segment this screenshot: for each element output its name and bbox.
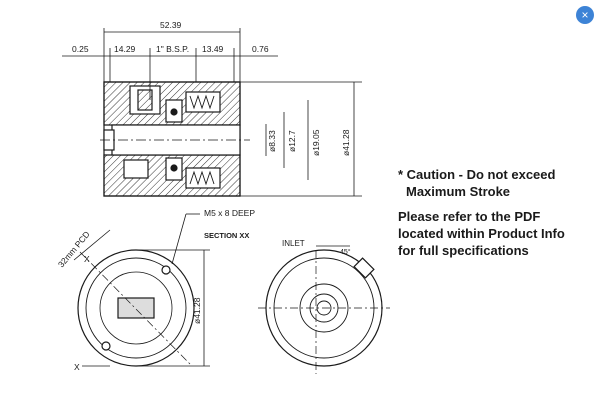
x-mark-top: X bbox=[84, 254, 90, 264]
inlet-boss bbox=[353, 257, 375, 279]
lower-recess bbox=[123, 159, 149, 179]
hub-circle bbox=[299, 283, 349, 333]
dim-d1: 14.29 bbox=[114, 44, 136, 54]
close-icon: × bbox=[581, 8, 589, 22]
caution-line1: * Caution - Do not exceed bbox=[398, 167, 556, 182]
mount-hole-2 bbox=[101, 341, 111, 351]
end-view-left bbox=[73, 213, 210, 367]
spring-lower bbox=[189, 170, 215, 186]
angle-label: 45° bbox=[340, 248, 351, 256]
dim-vert-d: ø41.28 bbox=[341, 129, 351, 156]
spring-cavity-upper bbox=[185, 91, 221, 113]
dim-left-gap: 0.25 bbox=[72, 44, 89, 54]
end-view-right bbox=[258, 245, 390, 374]
caution-line2: Maximum Stroke bbox=[406, 184, 511, 199]
close-button[interactable]: × bbox=[576, 6, 594, 24]
section-line bbox=[79, 251, 191, 365]
port-fitting bbox=[137, 89, 153, 111]
info-line1: Please refer to the PDF bbox=[398, 209, 541, 224]
section-view bbox=[100, 81, 250, 197]
pcd-circle bbox=[99, 271, 173, 345]
dim-d2: 13.49 bbox=[202, 44, 224, 54]
dim-port: 1" B.S.P. bbox=[156, 44, 189, 54]
info-line2: located within Product Info bbox=[398, 226, 565, 241]
dim-vert-c: ø19.05 bbox=[311, 129, 321, 156]
pcd-leader bbox=[73, 229, 111, 261]
hole-label: M5 x 8 DEEP bbox=[204, 208, 255, 218]
dia-label: ø41.28 bbox=[192, 297, 202, 324]
dim-overall: 52.39 bbox=[160, 20, 182, 30]
o-ring-2 bbox=[170, 164, 178, 172]
dim-vert-b: ø12.7 bbox=[287, 130, 297, 152]
section-label: SECTION XX bbox=[204, 231, 249, 240]
top-dimensions bbox=[62, 28, 278, 100]
x-mark-bottom: X bbox=[74, 362, 80, 372]
info-line3: for full specifications bbox=[398, 243, 529, 258]
center-slot bbox=[117, 297, 155, 319]
dim-vert-a: ø8.33 bbox=[267, 130, 277, 152]
dim-d3: 0.76 bbox=[252, 44, 269, 54]
inlet-label: INLET bbox=[282, 239, 305, 248]
spring-upper bbox=[189, 94, 215, 110]
hole-leader bbox=[171, 213, 187, 265]
vertical-dimensions bbox=[240, 81, 362, 197]
inner-circle bbox=[85, 257, 187, 359]
o-ring-1 bbox=[170, 108, 178, 116]
mount-hole-1 bbox=[161, 265, 171, 275]
spring-cavity-lower bbox=[185, 167, 221, 189]
